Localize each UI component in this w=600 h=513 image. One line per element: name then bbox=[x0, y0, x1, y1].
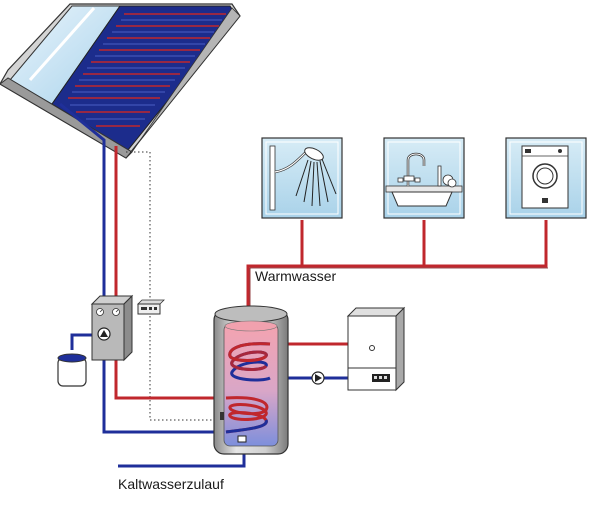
sensor-line bbox=[126, 151, 222, 421]
storage-tank bbox=[213, 305, 289, 455]
upper-heat-exchanger bbox=[228, 342, 271, 382]
boiler-pump-icon bbox=[311, 371, 325, 385]
lower-heat-exchanger bbox=[225, 396, 269, 434]
gas-boiler bbox=[346, 306, 406, 392]
pump-station bbox=[90, 294, 134, 362]
shower-icon bbox=[261, 137, 343, 219]
solar-controller bbox=[137, 299, 165, 315]
solar-collector bbox=[0, 3, 241, 159]
warm-water-pipes-outline bbox=[249, 267, 548, 322]
washing-machine-icon bbox=[505, 137, 587, 219]
kitchen-sink-icon bbox=[383, 137, 465, 219]
solar-cold-pipe bbox=[59, 102, 226, 434]
cold-water-inlet-label: Kaltwasserzulauf bbox=[118, 476, 224, 492]
warm-water-pipes bbox=[246, 220, 548, 322]
solar-hot-pipe bbox=[114, 146, 226, 400]
warm-water-label: Warmwasser bbox=[255, 268, 337, 284]
expansion-vessel bbox=[57, 353, 87, 387]
